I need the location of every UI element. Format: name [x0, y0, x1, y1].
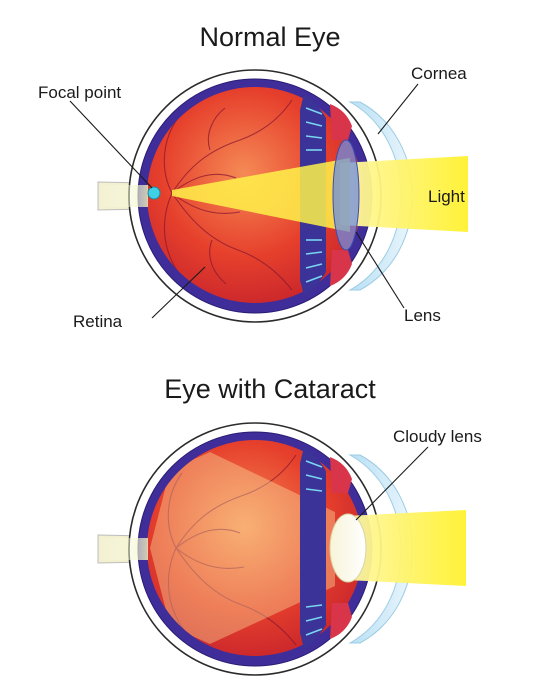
- incoming-light-beam-cataract: [346, 510, 466, 586]
- lens: [332, 139, 360, 251]
- optic-nerve-glow: [98, 185, 148, 207]
- ciliary-fibers-cataract: [305, 460, 323, 636]
- cloudy-lens-leader: [355, 446, 429, 521]
- focused-light-cone: [172, 158, 350, 232]
- label-lens: Lens: [404, 306, 441, 325]
- cornea: [348, 101, 413, 291]
- iris-lower-cataract: [330, 603, 352, 639]
- iris-lower: [330, 250, 352, 286]
- optic-nerve-glow-cataract: [98, 538, 148, 560]
- cloudy-lens: [329, 513, 367, 583]
- cataract-eye-title: Eye with Cataract: [164, 374, 376, 404]
- label-light: Light: [428, 187, 465, 206]
- incoming-light-beam: [340, 156, 468, 232]
- scattered-light: [150, 452, 335, 644]
- normal-eye-leaders: [69, 83, 419, 319]
- iris-upper-cataract: [330, 457, 352, 493]
- iris-upper: [330, 104, 352, 140]
- label-retina: Retina: [73, 312, 123, 331]
- normal-eye-group: Normal Eye: [38, 22, 468, 331]
- retinal-vessels-cataract: [167, 454, 297, 646]
- label-cloudy-lens: Cloudy lens: [393, 427, 482, 446]
- label-focal-point: Focal point: [38, 83, 121, 102]
- cornea-cataract: [348, 454, 413, 644]
- label-cornea: Cornea: [411, 64, 467, 83]
- cataract-eye-group: Eye with Cataract: [97, 374, 482, 676]
- retinal-vessels: [163, 99, 293, 291]
- ciliary-fibers: [305, 107, 323, 283]
- ciliary-body-cataract: [300, 447, 326, 649]
- normal-eye-title: Normal Eye: [199, 22, 340, 52]
- focal-point-marker: [147, 186, 161, 200]
